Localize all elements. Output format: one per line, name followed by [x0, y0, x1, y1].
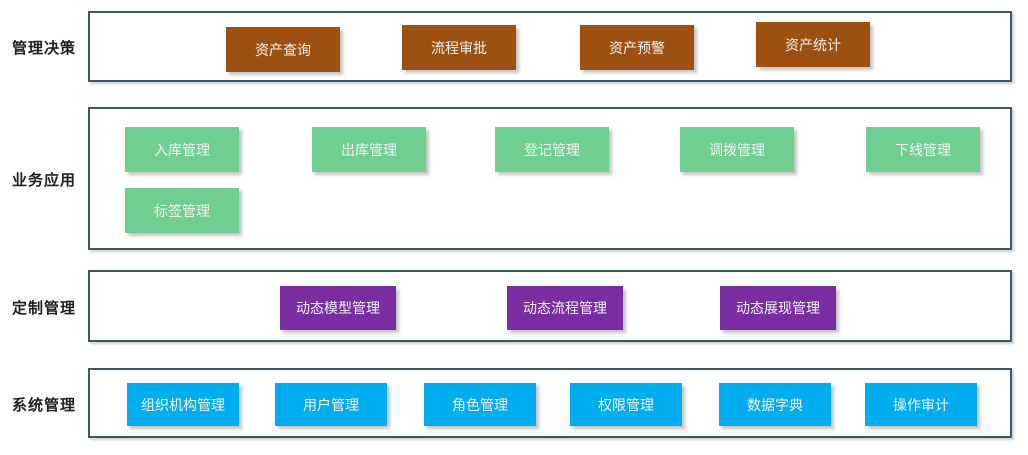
- box-registration-management: 登记管理: [495, 127, 609, 172]
- box-process-approval: 流程审批: [402, 25, 516, 70]
- box-label-management: 标签管理: [125, 188, 239, 233]
- section-custom-management: 动态模型管理 动态流程管理 动态展现管理: [88, 270, 1012, 342]
- box-asset-statistics: 资产统计: [756, 22, 870, 67]
- box-data-dictionary: 数据字典: [719, 383, 831, 426]
- box-org-structure-management: 组织机构管理: [127, 383, 239, 426]
- row-label-business-application: 业务应用: [11, 172, 76, 189]
- row-label-system-management: 系统管理: [11, 397, 76, 414]
- box-inbound-management: 入库管理: [125, 127, 239, 172]
- box-transfer-management: 调拨管理: [680, 127, 794, 172]
- box-dynamic-process-management: 动态流程管理: [507, 286, 623, 330]
- section-business-application: 入库管理 出库管理 登记管理 调拨管理 下线管理 标签管理: [88, 107, 1012, 250]
- box-dynamic-display-management: 动态展现管理: [720, 286, 836, 330]
- box-offline-management: 下线管理: [866, 127, 980, 172]
- box-asset-query: 资产查询: [226, 27, 340, 72]
- box-operation-audit: 操作审计: [865, 383, 977, 426]
- box-role-management: 角色管理: [424, 383, 536, 426]
- box-permission-management: 权限管理: [570, 383, 682, 426]
- section-system-management: 组织机构管理 用户管理 角色管理 权限管理 数据字典 操作审计: [88, 368, 1012, 438]
- section-management-decision: 资产查询 流程审批 资产预警 资产统计: [88, 11, 1012, 82]
- row-label-custom-management: 定制管理: [11, 300, 76, 317]
- row-label-management-decision: 管理决策: [11, 40, 76, 57]
- box-dynamic-model-management: 动态模型管理: [280, 286, 396, 330]
- box-outbound-management: 出库管理: [312, 127, 426, 172]
- box-user-management: 用户管理: [275, 383, 387, 426]
- box-asset-alert: 资产预警: [580, 25, 694, 70]
